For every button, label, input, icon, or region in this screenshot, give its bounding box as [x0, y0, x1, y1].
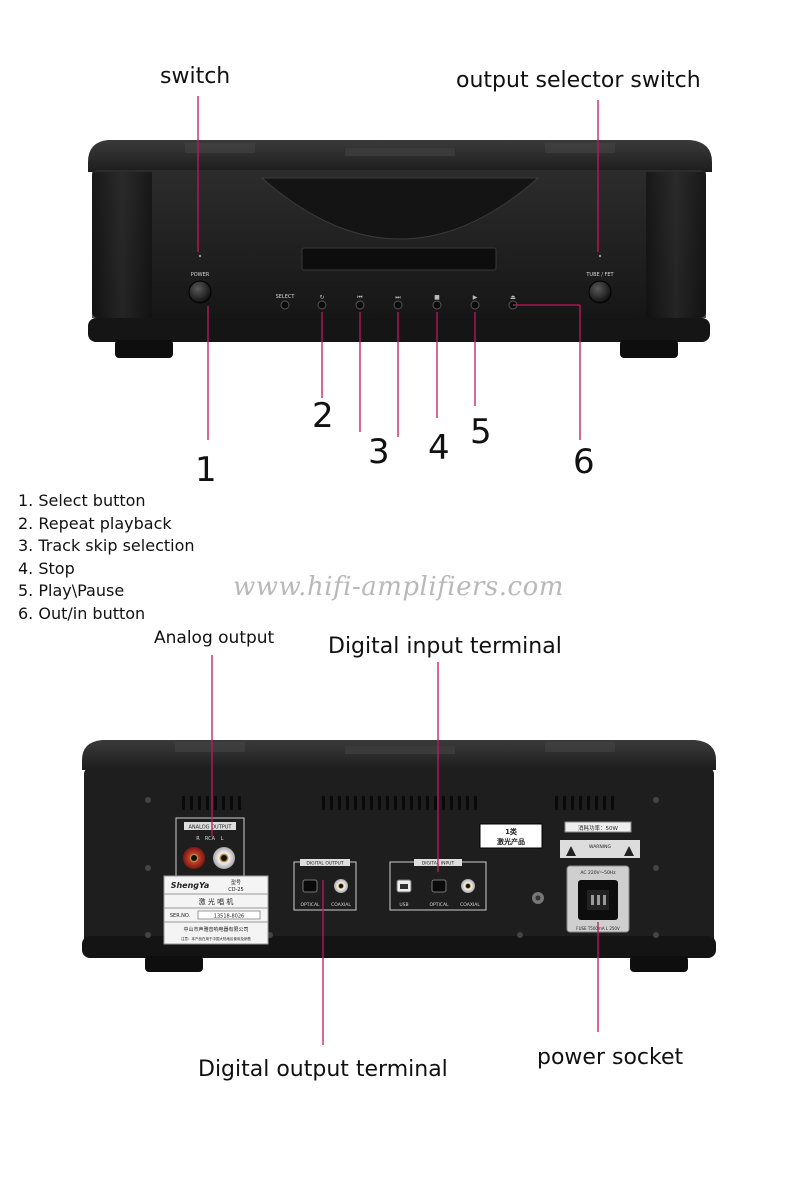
- svg-text:OPTICAL: OPTICAL: [429, 902, 449, 908]
- svg-text:13518-8026: 13518-8026: [214, 914, 244, 920]
- output-selector-knob: [588, 280, 612, 304]
- legend-item: 6. Out/in button: [18, 603, 146, 623]
- svg-text:POWER: POWER: [191, 272, 210, 278]
- svg-text:COAXIAL: COAXIAL: [460, 902, 480, 908]
- analog-output-label: Analog output: [154, 628, 275, 648]
- svg-text:消耗功率：50W: 消耗功率：50W: [578, 824, 618, 832]
- legend-item: 4. Stop: [18, 558, 75, 578]
- svg-text:COAXIAL: COAXIAL: [331, 902, 351, 908]
- svg-text:L: L: [221, 836, 224, 842]
- callout-number-2: 2: [312, 396, 334, 436]
- svg-text:SELECT: SELECT: [276, 294, 296, 300]
- svg-text:ANALOG OUTPUT: ANALOG OUTPUT: [189, 825, 233, 831]
- stop-button: [432, 300, 442, 310]
- legend-item: 5. Play\Pause: [18, 581, 125, 601]
- svg-text:1类: 1类: [505, 827, 518, 836]
- output-selector-label: output selector switch: [456, 68, 701, 93]
- back-device: ANALOG OUTPUT R RCA L ShengYa 型号 CD-25 激…: [82, 740, 716, 972]
- repeat-button: [317, 300, 327, 310]
- optical-in-port: [431, 879, 447, 893]
- nameplate: [163, 875, 269, 945]
- svg-text:CD-25: CD-25: [228, 887, 244, 893]
- svg-text:SER.NO.: SER.NO.: [170, 913, 191, 919]
- svg-text:WARNING: WARNING: [589, 844, 611, 850]
- svg-text:⏏: ⏏: [510, 294, 516, 301]
- svg-text:⏮: ⏮: [357, 294, 363, 301]
- front-leader-lines: [197, 96, 599, 440]
- select-button: [280, 300, 290, 310]
- front-device: POWER TUBE / FET SELECT ↻ ⏮ ⏭ ■ ▶ ⏏: [88, 140, 712, 358]
- legend-item: 1. Select button: [18, 491, 146, 510]
- optical-out-port: [302, 879, 318, 893]
- svg-text:ShengYa: ShengYa: [171, 881, 210, 890]
- digital-output-label: Digital output terminal: [198, 1057, 448, 1082]
- svg-text:激光产品: 激光产品: [497, 837, 525, 846]
- legend-item: 2. Repeat playback: [18, 513, 172, 533]
- svg-text:型号: 型号: [231, 879, 241, 886]
- back-leader-lines: [211, 655, 599, 1045]
- svg-text:USB: USB: [399, 902, 408, 908]
- svg-text:RCA: RCA: [205, 836, 216, 842]
- switch-label: switch: [160, 64, 231, 89]
- next-button: [393, 300, 403, 310]
- callout-number-6: 6: [573, 442, 595, 482]
- svg-text:▶: ▶: [473, 294, 478, 301]
- svg-text:R: R: [196, 836, 200, 842]
- legend-item: 3. Track skip selection: [18, 536, 195, 556]
- svg-text:■: ■: [434, 294, 440, 301]
- callout-number-3: 3: [368, 432, 390, 472]
- svg-text:中山市声雅音响电器有限公司: 中山市声雅音响电器有限公司: [183, 926, 248, 933]
- power-socket-label: power socket: [537, 1045, 684, 1070]
- svg-text:OPTICAL: OPTICAL: [300, 902, 320, 908]
- callout-number-1: 1: [195, 450, 217, 490]
- callout-number-4: 4: [428, 428, 450, 468]
- svg-text:↻: ↻: [319, 294, 324, 301]
- svg-text:注意：本产品在用于中国大陆地区使用及销售: 注意：本产品在用于中国大陆地区使用及销售: [181, 936, 251, 941]
- svg-text:激 光 唱 机: 激 光 唱 机: [199, 897, 234, 906]
- svg-text:DIGITAL OUTPUT: DIGITAL OUTPUT: [306, 861, 344, 867]
- svg-text:⏭: ⏭: [395, 294, 401, 301]
- svg-text:AC 220V～50Hz: AC 220V～50Hz: [580, 870, 616, 876]
- play-pause-button: [470, 300, 480, 310]
- callout-number-5: 5: [470, 412, 492, 452]
- power-knob: [188, 280, 212, 304]
- digital-input-label: Digital input terminal: [328, 634, 562, 659]
- svg-text:TUBE / FET: TUBE / FET: [585, 272, 614, 278]
- prev-button: [355, 300, 365, 310]
- watermark: www.hifi-amplifiers.com: [233, 572, 564, 602]
- button-legend: 1. Select button 2. Repeat playback 3. T…: [18, 490, 195, 626]
